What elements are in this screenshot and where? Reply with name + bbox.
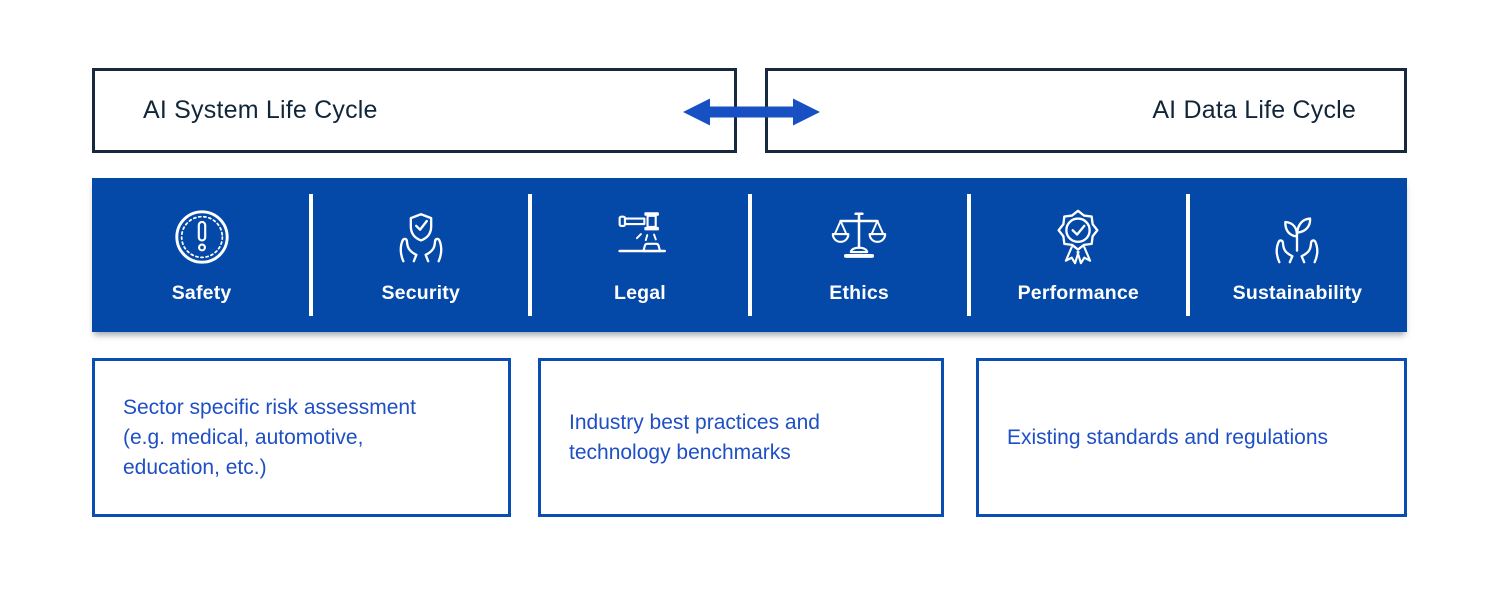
pillar-ethics: Ethics [750,178,971,332]
pillars-band: Safety Security Legal [92,178,1407,332]
pillar-label: Sustainability [1232,281,1363,304]
balance-scale-icon [831,211,887,258]
pillar-label: Safety [171,281,232,304]
pillar-sustainability: Sustainability [1188,178,1407,332]
ai-data-lifecycle-label: AI Data Life Cycle [1152,96,1356,124]
pillar-security: Security [311,178,533,332]
pillar-label: Legal [613,281,666,304]
pillar-performance: Performance [969,178,1191,332]
hands-shield-check-icon [399,212,443,262]
alert-circle-icon [174,209,229,264]
ai-system-lifecycle-label: AI System Life Cycle [143,96,378,124]
award-rosette-icon [1057,209,1099,264]
pillar-label: Security [381,281,461,304]
note-sector-risk-box: Sector specific risk assessment (e.g. me… [92,358,511,517]
note-text: Existing standards and regulations [1007,425,1329,449]
note-text: Industry best practices and technology b… [569,410,820,464]
note-existing-standards-box: Existing standards and regulations [976,358,1407,517]
pillar-label: Performance [1017,281,1139,304]
note-text: Sector specific risk assessment (e.g. me… [123,395,416,479]
pillar-legal: Legal [530,178,752,332]
ai-system-lifecycle-box: AI System Life Cycle [92,68,737,153]
ai-data-lifecycle-box: AI Data Life Cycle [765,68,1407,153]
pillar-safety: Safety [92,178,314,332]
pillar-label: Ethics [829,281,889,304]
note-best-practices-box: Industry best practices and technology b… [538,358,944,517]
gavel-icon [618,211,666,252]
bidirectional-arrow-icon [683,94,820,130]
hands-plant-icon [1276,216,1319,263]
